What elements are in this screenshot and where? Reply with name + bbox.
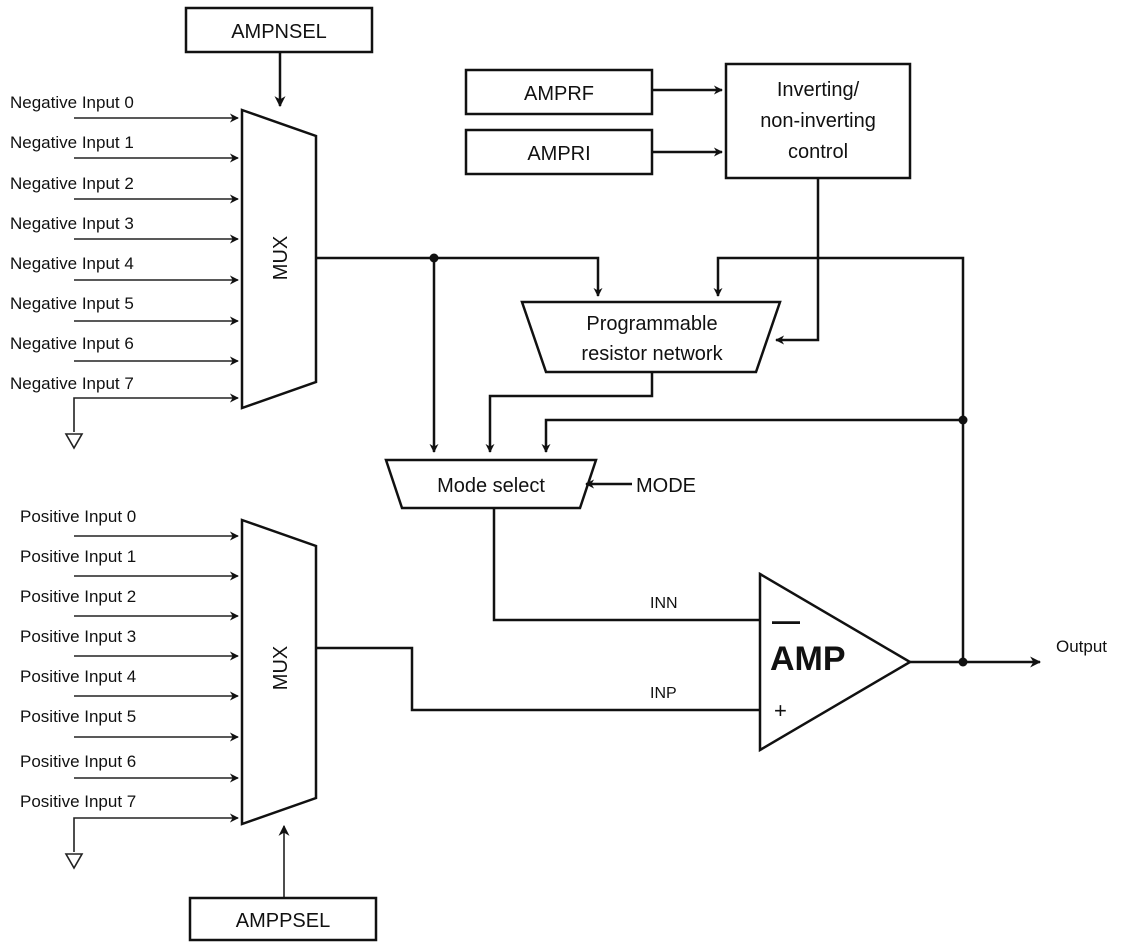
inp-label: INP <box>650 685 677 702</box>
ampppsel-box: AMPPSEL <box>188 896 378 942</box>
inn-label: INN <box>650 595 678 612</box>
positive-input-3-label: Positive Input 3 <box>20 627 136 646</box>
positive-input-5-label: Positive Input 5 <box>20 707 136 726</box>
control-to-network-wire <box>775 178 820 345</box>
negative-input-1-label: Negative Input 1 <box>10 133 134 152</box>
amp-label: AMP <box>770 640 846 678</box>
negative-input-4-label: Negative Input 4 <box>10 254 134 273</box>
mode-select-block: Mode select <box>384 458 598 510</box>
negative-input-3-label: Negative Input 3 <box>10 214 134 233</box>
amp-plus-sign: + <box>774 698 787 723</box>
positive-input-2-label: Positive Input 2 <box>20 587 136 606</box>
amprf-label: AMPRF <box>524 83 594 105</box>
positive-input-7-arrow <box>73 813 239 852</box>
positive-input-7-label: Positive Input 7 <box>20 792 136 811</box>
junction-dot-output <box>958 657 968 667</box>
negative-input-5-label: Negative Input 5 <box>10 294 134 313</box>
negative-input-labels: Negative Input 0 Negative Input 1 Negati… <box>10 93 134 393</box>
ampri-box: AMPRI <box>464 128 654 176</box>
negative-ground-icon <box>64 433 84 450</box>
positive-input-1-label: Positive Input 1 <box>20 547 136 566</box>
negative-mux-label: MUX <box>270 236 292 280</box>
positive-mux: MUX <box>240 518 318 826</box>
positive-input-0-label: Positive Input 0 <box>20 507 136 526</box>
feedback-to-network-wire <box>713 256 965 662</box>
resistor-network-line-2: resistor network <box>581 343 723 365</box>
negative-input-7-arrow <box>73 393 239 432</box>
resistor-network-block: Programmable resistor network <box>520 300 782 374</box>
feedback-to-mode-select-wire <box>541 418 963 453</box>
junction-dot-mux <box>429 253 439 263</box>
negative-mux: MUX <box>240 108 318 410</box>
ampnsel-label: AMPNSEL <box>231 21 327 43</box>
network-to-mode-select-wire <box>485 372 654 453</box>
junction-dot-feedback <box>958 415 968 425</box>
amp-minus-sign: — <box>772 605 800 636</box>
negative-input-2-label: Negative Input 2 <box>10 174 134 193</box>
inverting-control-box: Inverting/ non-inverting control <box>724 62 912 180</box>
inverting-control-line-1: Inverting/ <box>777 79 860 101</box>
inverting-control-line-2: non-inverting <box>760 110 876 132</box>
negative-input-arrows <box>64 113 239 450</box>
negative-input-6-label: Negative Input 6 <box>10 334 134 353</box>
positive-mux-label: MUX <box>270 646 292 690</box>
inverting-control-line-3: control <box>788 141 848 163</box>
amprf-box: AMPRF <box>464 68 654 116</box>
positive-ground-icon <box>64 853 84 870</box>
positive-input-6-label: Positive Input 6 <box>20 752 136 771</box>
negative-input-7-label: Negative Input 7 <box>10 374 134 393</box>
inn-wire <box>492 508 760 622</box>
ampppsel-label: AMPPSEL <box>236 910 330 932</box>
positive-input-4-label: Positive Input 4 <box>20 667 136 686</box>
amp-triangle: — AMP + <box>758 571 913 753</box>
mode-select-label: Mode select <box>437 475 545 497</box>
positive-input-arrows <box>64 531 239 870</box>
inp-wire <box>316 646 760 712</box>
resistor-network-line-1: Programmable <box>586 313 717 335</box>
mux-to-network-wire <box>316 256 603 297</box>
positive-input-labels: Positive Input 0 Positive Input 1 Positi… <box>20 507 136 811</box>
output-label: Output <box>1056 637 1107 656</box>
ampnsel-box: AMPNSEL <box>184 6 374 54</box>
ampri-label: AMPRI <box>527 143 590 165</box>
mode-input-label: MODE <box>636 475 696 497</box>
negative-input-0-label: Negative Input 0 <box>10 93 134 112</box>
